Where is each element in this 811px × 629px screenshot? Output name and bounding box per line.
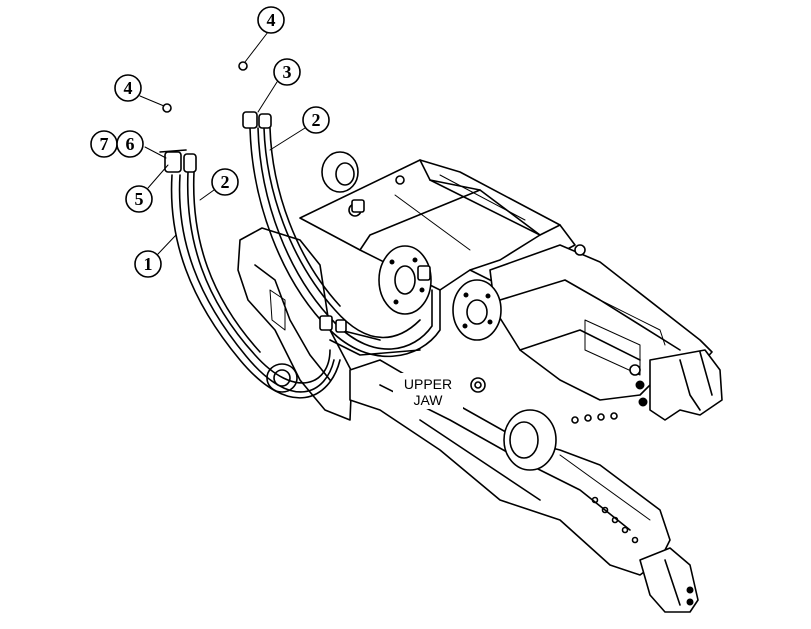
svg-text:2: 2 (221, 172, 230, 192)
fitting-3 (242, 111, 258, 129)
hose-2-left (186, 171, 331, 384)
o-ring-4b (162, 103, 172, 113)
callout-4-left: 4 (114, 74, 142, 102)
callout-6: 6 (116, 130, 144, 158)
upper-jaw-label: UPPER JAW (393, 373, 463, 409)
svg-text:7: 7 (100, 134, 109, 154)
svg-text:4: 4 (267, 10, 276, 30)
pivot-boss-center (503, 409, 557, 471)
svg-text:6: 6 (126, 134, 135, 154)
callout-7: 7 (90, 130, 118, 158)
callout-balloons: 4 3 2 4 7 6 2 5 (90, 6, 330, 278)
callout-2-top: 2 (302, 106, 330, 134)
leader-lines (139, 31, 306, 255)
jaw-tip-upper (649, 349, 723, 421)
svg-text:UPPER: UPPER (404, 376, 452, 392)
callout-5: 5 (125, 185, 153, 213)
jaw-tip-lower (639, 547, 699, 613)
hose-3 (263, 127, 421, 339)
hose-1 (170, 174, 341, 399)
svg-text:3: 3 (283, 62, 292, 82)
pivot-boss-top (321, 151, 359, 193)
rotary-manifold-right (452, 279, 502, 341)
svg-text:JAW: JAW (413, 392, 443, 408)
callout-3: 3 (273, 58, 301, 86)
rotary-manifold-left (378, 245, 432, 315)
callout-4-top: 4 (257, 6, 285, 34)
hose-fittings (159, 61, 431, 333)
bolt-row (571, 412, 639, 544)
callout-2-left: 2 (211, 168, 239, 196)
fitting-5 (164, 151, 182, 173)
svg-text:5: 5 (135, 189, 144, 209)
o-ring-4a (238, 61, 248, 71)
fitting-nut (470, 377, 486, 393)
svg-text:2: 2 (312, 110, 321, 130)
svg-text:4: 4 (124, 78, 133, 98)
callout-1: 1 (134, 250, 162, 278)
svg-text:1: 1 (144, 254, 153, 274)
jaw-assembly (237, 151, 723, 613)
